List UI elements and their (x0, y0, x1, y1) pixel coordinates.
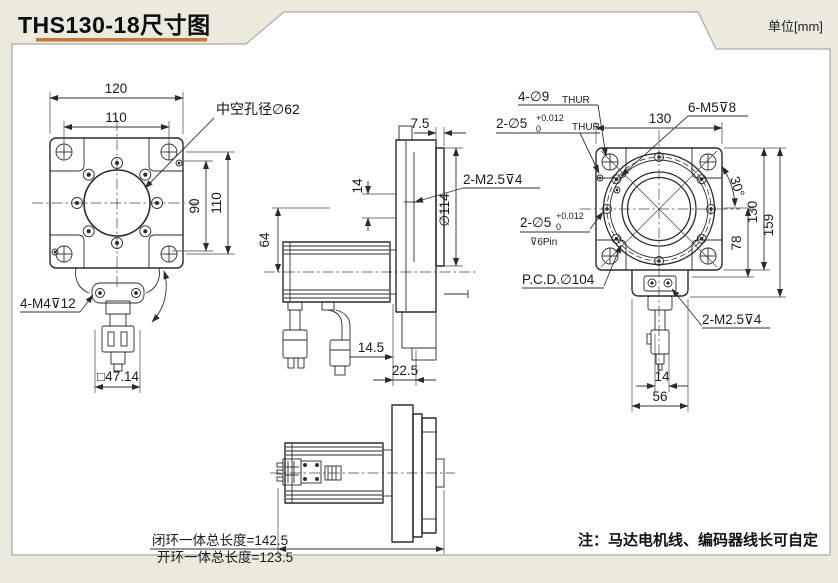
dim-110-top: 110 (105, 110, 127, 125)
label-m4: 4-M4⊽12 (20, 296, 76, 311)
corner-screw-holes (601, 153, 717, 265)
page-frame (11, 11, 831, 556)
label-2d5-side-suffix: ⊽6Pin (530, 237, 557, 248)
length-flange (382, 404, 445, 543)
dim-78: 78 (729, 235, 744, 250)
front-connector (75, 267, 170, 372)
label-m25-side: 2-M2.5⊽4 (463, 172, 523, 187)
side-flange (389, 125, 469, 361)
dim-64: 64 (257, 232, 272, 248)
page-title: THS130-18尺寸图 (18, 12, 211, 38)
label-4d9: 4-∅9 (518, 89, 549, 104)
bottom-housing (631, 270, 689, 371)
dim-159: 159 (761, 214, 776, 237)
unit-label: 单位[mm] (768, 19, 823, 34)
dim-110-right: 110 (209, 192, 224, 214)
front-view: 120 110 90 110 中空孔径∅62 4-M4⊽12 □47.14 (20, 81, 300, 393)
full-side-view: 闭环一体总长度=142.5 开环一体总长度=123.5 (150, 404, 455, 565)
label-2d5-top-sub: 0 (536, 124, 541, 134)
label-2d5-top-sup: +0.012 (536, 113, 564, 123)
dim-130-top: 130 (649, 111, 672, 126)
side-motor (282, 241, 391, 303)
label-6m5: 6-M5⊽8 (688, 100, 736, 115)
pin-holes (51, 159, 183, 256)
m5-screw-holes (602, 152, 716, 266)
label-2d5-side: 2-∅5 (520, 215, 551, 230)
dim-120: 120 (105, 81, 128, 96)
label-pcd: P.C.D.∅104 (522, 272, 595, 287)
dim-square: □47.14 (97, 369, 139, 384)
label-m25-bottom: 2-M2.5⊽4 (702, 312, 762, 327)
dim-14-bottom: 14 (654, 369, 670, 384)
dim-130-right: 130 (745, 201, 760, 224)
header: THS130-18尺寸图 单位[mm] (18, 12, 823, 42)
label-2d5-side-sub: 0 (556, 222, 561, 232)
title-underline (36, 38, 207, 42)
dim-30deg: 30° (727, 175, 748, 199)
side-view: 7.5 14 64 ∅114 2-M2.5⊽4 14.5 22.5 (257, 116, 540, 386)
length-motor (284, 442, 384, 504)
label-4d9-suffix: THUR (562, 95, 590, 106)
dim-14-5: 14.5 (358, 340, 384, 355)
label-2d5-side-sup: +0.012 (556, 211, 584, 221)
dim-7-5: 7.5 (411, 116, 430, 131)
label-bore: 中空孔径∅62 (216, 101, 300, 117)
label-2d5-top-suffix: THUR (572, 122, 600, 133)
side-dims: 7.5 14 64 ∅114 2-M2.5⊽4 14.5 22.5 (257, 116, 540, 386)
length-dims: 闭环一体总长度=142.5 开环一体总长度=123.5 (150, 488, 445, 565)
front-dims: 120 110 90 110 中空孔径∅62 4-M4⊽12 □47.14 (20, 81, 300, 393)
dim-56: 56 (652, 389, 667, 404)
dim-22-5: 22.5 (392, 363, 418, 378)
side-cables (282, 301, 351, 376)
note-text: 注：马达电机线、编码器线长可自定 (578, 531, 818, 549)
closed-loop-length: 闭环一体总长度=142.5 (152, 533, 288, 548)
dim-14: 14 (350, 178, 365, 194)
dim-114: ∅114 (437, 193, 452, 227)
bottom-face-view: 30° 4-∅9 THUR 2-∅5 +0.012 0 THUR (496, 89, 786, 412)
label-2d5-top: 2-∅5 (496, 116, 527, 131)
dim-90: 90 (187, 198, 202, 213)
bottom-face-dims: 130 78 130 159 14 56 (595, 111, 786, 412)
length-connectors (276, 458, 342, 486)
bottom-face-labels: 4-∅9 THUR 2-∅5 +0.012 0 THUR 6-M5⊽8 2-∅5… (496, 89, 770, 329)
open-loop-length: 开环一体总长度=123.5 (157, 550, 293, 565)
